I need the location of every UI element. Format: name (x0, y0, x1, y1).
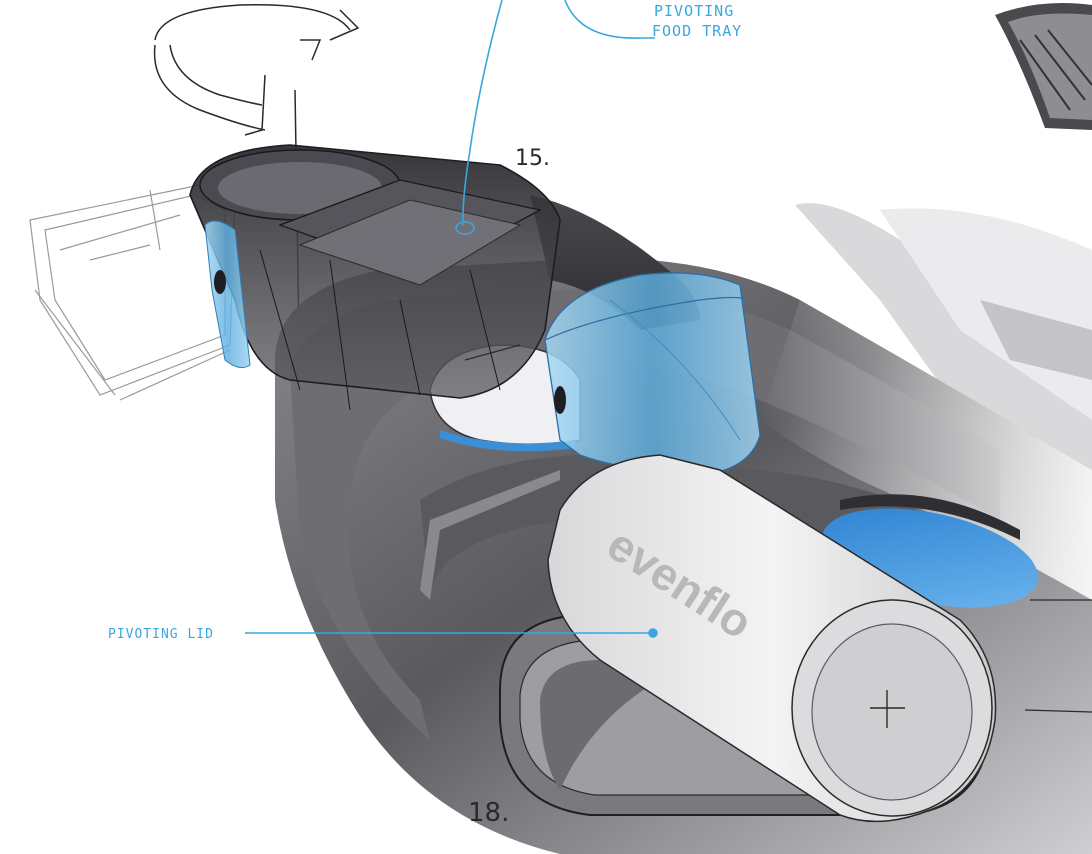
pivoting-food-tray (189, 144, 561, 411)
annotation-pivoting-lid: PIVOTING LID (108, 627, 214, 642)
annotation-pivoting-food-tray-line1: PIVOTING (654, 2, 735, 20)
figure-number-18: 18. (468, 798, 510, 828)
corner-section-sketch (995, 2, 1092, 130)
annotation-leaders (245, 0, 658, 638)
pencil-construction-lines (464, 344, 1092, 713)
cup-holder (544, 272, 761, 476)
seat-shell-background (795, 203, 1092, 470)
figure-number-15: 15. (515, 146, 550, 171)
annotation-pivoting-food-tray-line2: FOOD TRAY (652, 22, 743, 40)
pivoting-lid (547, 454, 997, 823)
